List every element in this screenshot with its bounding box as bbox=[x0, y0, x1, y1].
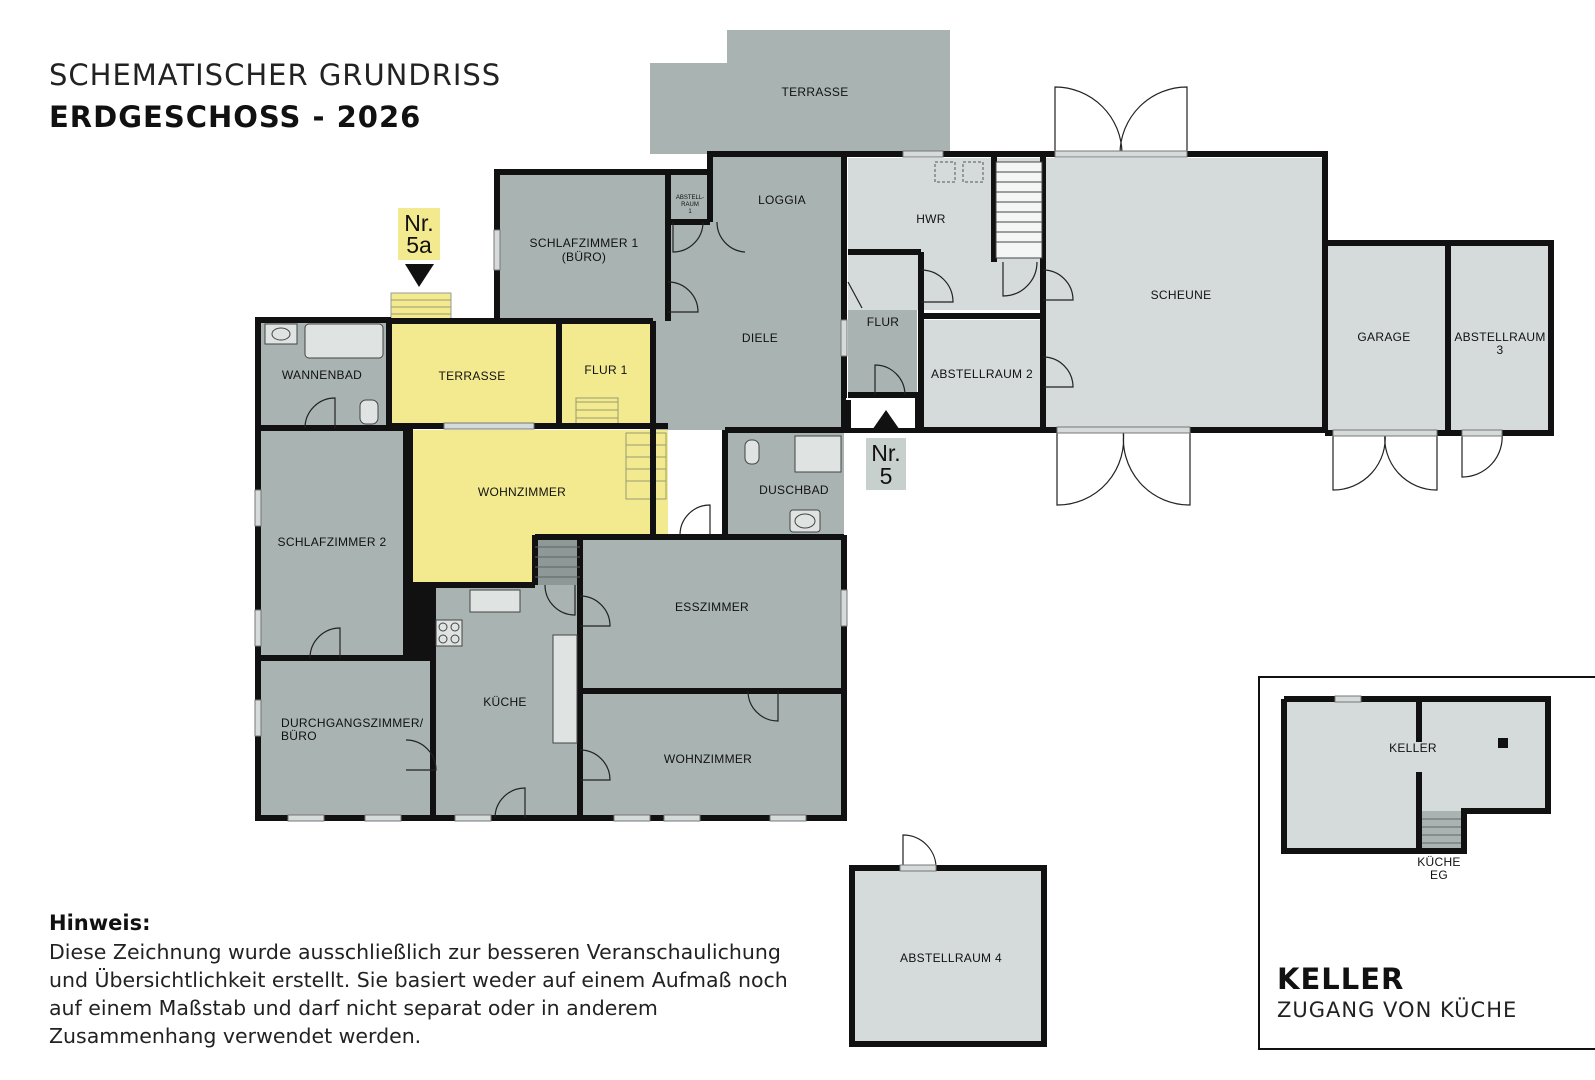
marker-5-line1: Nr. bbox=[871, 440, 900, 466]
scheune-area bbox=[1043, 158, 1322, 430]
marker-5-box bbox=[866, 438, 906, 490]
label-kueche: KÜCHE bbox=[483, 695, 527, 709]
label-garage: GARAGE bbox=[1357, 330, 1410, 344]
label-abstellraum1-c: 1 bbox=[688, 209, 692, 215]
label-abstellraum1-a: ABSTELL- bbox=[676, 195, 704, 201]
marker-5a-box bbox=[398, 208, 440, 260]
label-durchgang-sub: BÜRO bbox=[281, 729, 317, 743]
label-abstellraum1-b: RAUM bbox=[681, 202, 699, 208]
schlafzimmer2-area bbox=[258, 428, 406, 658]
label-schlafzimmer1: SCHLAFZIMMER 1 bbox=[530, 236, 639, 250]
label-wannenbad: WANNENBAD bbox=[282, 368, 362, 382]
label-hwr: HWR bbox=[916, 212, 946, 226]
abstellraum3-area bbox=[1451, 246, 1551, 430]
marker-5-arrow-icon bbox=[870, 410, 902, 433]
durchgang-area bbox=[258, 658, 433, 818]
label-terrasse-top: TERRASSE bbox=[781, 85, 848, 99]
label-duschbad: DUSCHBAD bbox=[759, 483, 829, 497]
label-wohnzimmer: WOHNZIMMER bbox=[664, 752, 752, 766]
label-abstellraum3-num: 3 bbox=[1497, 343, 1504, 357]
wall-column bbox=[406, 585, 433, 658]
label-loggia: LOGGIA bbox=[758, 193, 806, 207]
label-wohnzimmer-yellow: WOHNZIMMER bbox=[478, 485, 566, 499]
garage-area bbox=[1322, 246, 1447, 430]
label-terrasse-yellow: TERRASSE bbox=[438, 369, 505, 383]
label-keller-stair-b: EG bbox=[1430, 868, 1448, 882]
plan-subtitle: SCHEMATISCHER GRUNDRISS bbox=[49, 58, 502, 92]
label-schlafzimmer1-sub: (BÜRO) bbox=[562, 250, 606, 264]
abstellraum1-area bbox=[668, 175, 710, 222]
note-heading: Hinweis: bbox=[49, 911, 151, 935]
esszimmer-area bbox=[580, 537, 844, 691]
marker-5a-line2: 5a bbox=[406, 232, 432, 258]
label-keller: KELLER bbox=[1389, 741, 1437, 755]
yellow-flur1-area bbox=[559, 321, 653, 426]
keller-square-icon bbox=[1498, 738, 1508, 748]
keller-stair-area bbox=[1419, 811, 1464, 851]
label-abstellraum4: ABSTELLRAUM 4 bbox=[900, 951, 1002, 965]
yellow-terrasse-area bbox=[391, 321, 559, 426]
plan-title: ERDGESCHOSS - 2026 bbox=[49, 100, 422, 134]
label-scheune: SCHEUNE bbox=[1151, 288, 1212, 302]
loggia-area bbox=[710, 154, 844, 252]
marker-5-line2: 5 bbox=[880, 463, 893, 489]
label-flur1: FLUR 1 bbox=[584, 363, 627, 377]
note-body: Diese Zeichnung wurde ausschließlich zur… bbox=[49, 940, 788, 1048]
marker-5a-line1: Nr. bbox=[404, 210, 433, 236]
stair-area bbox=[535, 537, 580, 585]
yellow-wohnzimmer-area bbox=[410, 430, 668, 585]
wohnzimmer-area bbox=[580, 691, 844, 818]
label-flur: FLUR bbox=[867, 315, 900, 329]
label-esszimmer: ESSZIMMER bbox=[675, 600, 749, 614]
terrasse-top-area bbox=[650, 30, 950, 154]
label-schlafzimmer2: SCHLAFZIMMER 2 bbox=[278, 535, 387, 549]
label-diele: DIELE bbox=[742, 331, 778, 345]
abstellraum2-area bbox=[921, 320, 1043, 430]
label-abstellraum3: ABSTELLRAUM bbox=[1454, 330, 1545, 344]
label-abstellraum2: ABSTELLRAUM 2 bbox=[931, 367, 1033, 381]
marker-5a-arrow-icon bbox=[405, 264, 434, 287]
abstellraum4-area bbox=[852, 870, 1044, 1044]
keller-subtitle: ZUGANG VON KÜCHE bbox=[1277, 998, 1518, 1022]
keller-title: KELLER bbox=[1277, 962, 1405, 996]
label-keller-stair-a: KÜCHE bbox=[1417, 855, 1461, 869]
label-durchgang: DURCHGANGSZIMMER/ bbox=[281, 716, 424, 730]
schlafzimmer1-area bbox=[500, 175, 668, 321]
keller-window bbox=[1334, 695, 1362, 703]
